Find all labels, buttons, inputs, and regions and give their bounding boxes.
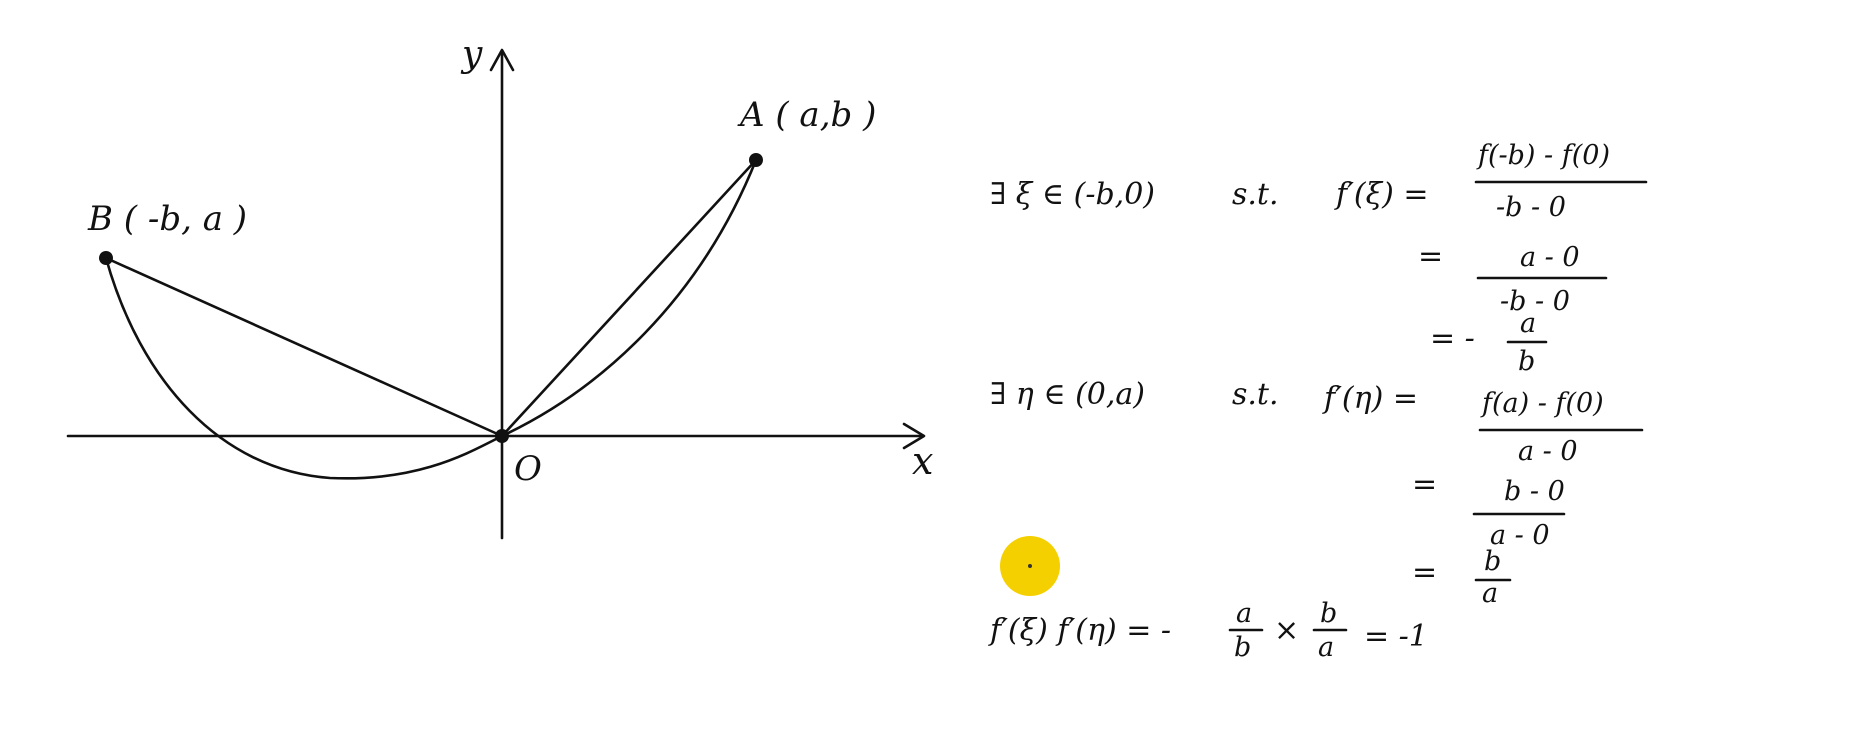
y-axis-label: y xyxy=(460,34,483,75)
final-frac1-numerator: a xyxy=(1236,598,1252,629)
point-a xyxy=(749,153,763,167)
x-axis-arrow xyxy=(902,422,926,450)
frac6-numerator: b xyxy=(1484,546,1501,577)
y-axis-arrow xyxy=(489,48,515,72)
secant-line-oa xyxy=(500,158,758,438)
coordinate-graph: y x O A ( a,b ) B ( -b, a ) xyxy=(66,34,933,540)
equals-3: = - xyxy=(1430,321,1475,356)
f-prime-xi-lhs: f′(ξ) = xyxy=(1334,177,1429,212)
cursor-pointer-dot xyxy=(1028,564,1032,568)
point-b xyxy=(99,251,113,265)
x-axis-label: x xyxy=(912,439,933,483)
point-a-label: A ( a,b ) xyxy=(737,95,876,135)
such-that-1: s.t. xyxy=(1232,177,1279,212)
f-prime-eta-lhs: f′(η) = xyxy=(1322,381,1418,416)
frac3-denominator: b xyxy=(1518,346,1535,377)
final-result: = -1 xyxy=(1364,619,1428,654)
frac2-denominator: -b - 0 xyxy=(1500,286,1570,317)
equals-2: = xyxy=(1418,239,1443,274)
origin-label: O xyxy=(514,449,542,489)
point-b-label: B ( -b, a ) xyxy=(87,199,247,239)
function-curve-right xyxy=(500,158,758,438)
secant-line-ob xyxy=(104,256,504,438)
frac4-denominator: a - 0 xyxy=(1518,436,1578,467)
xi-existence: ∃ ξ ∈ (-b,0) xyxy=(990,177,1155,212)
derivation: ∃ ξ ∈ (-b,0) s.t. f′(ξ) = f(-b) - f(0) -… xyxy=(988,140,1648,663)
frac1-numerator: f(-b) - f(0) xyxy=(1476,140,1610,171)
times-sign: × xyxy=(1274,613,1299,648)
frac5-numerator: b - 0 xyxy=(1504,476,1565,507)
cursor-highlight xyxy=(1000,536,1060,596)
final-frac2-denominator: a xyxy=(1318,632,1334,663)
frac6-denominator: a xyxy=(1482,578,1498,609)
eta-existence: ∃ η ∈ (0,a) xyxy=(990,377,1145,412)
such-that-2: s.t. xyxy=(1232,377,1279,412)
frac1-denominator: -b - 0 xyxy=(1496,192,1566,223)
final-frac2-numerator: b xyxy=(1320,598,1337,629)
frac4-numerator: f(a) - f(0) xyxy=(1480,388,1604,419)
final-frac1-denominator: b xyxy=(1234,632,1251,663)
equals-5: = xyxy=(1412,467,1437,502)
frac2-numerator: a - 0 xyxy=(1520,242,1580,273)
origin-point xyxy=(495,429,509,443)
function-curve-left xyxy=(104,256,504,480)
equals-6: = xyxy=(1412,555,1437,590)
frac3-numerator: a xyxy=(1520,308,1536,339)
final-product-lhs: f′(ξ) f′(η) = - xyxy=(988,613,1171,648)
frac5-denominator: a - 0 xyxy=(1490,520,1550,551)
